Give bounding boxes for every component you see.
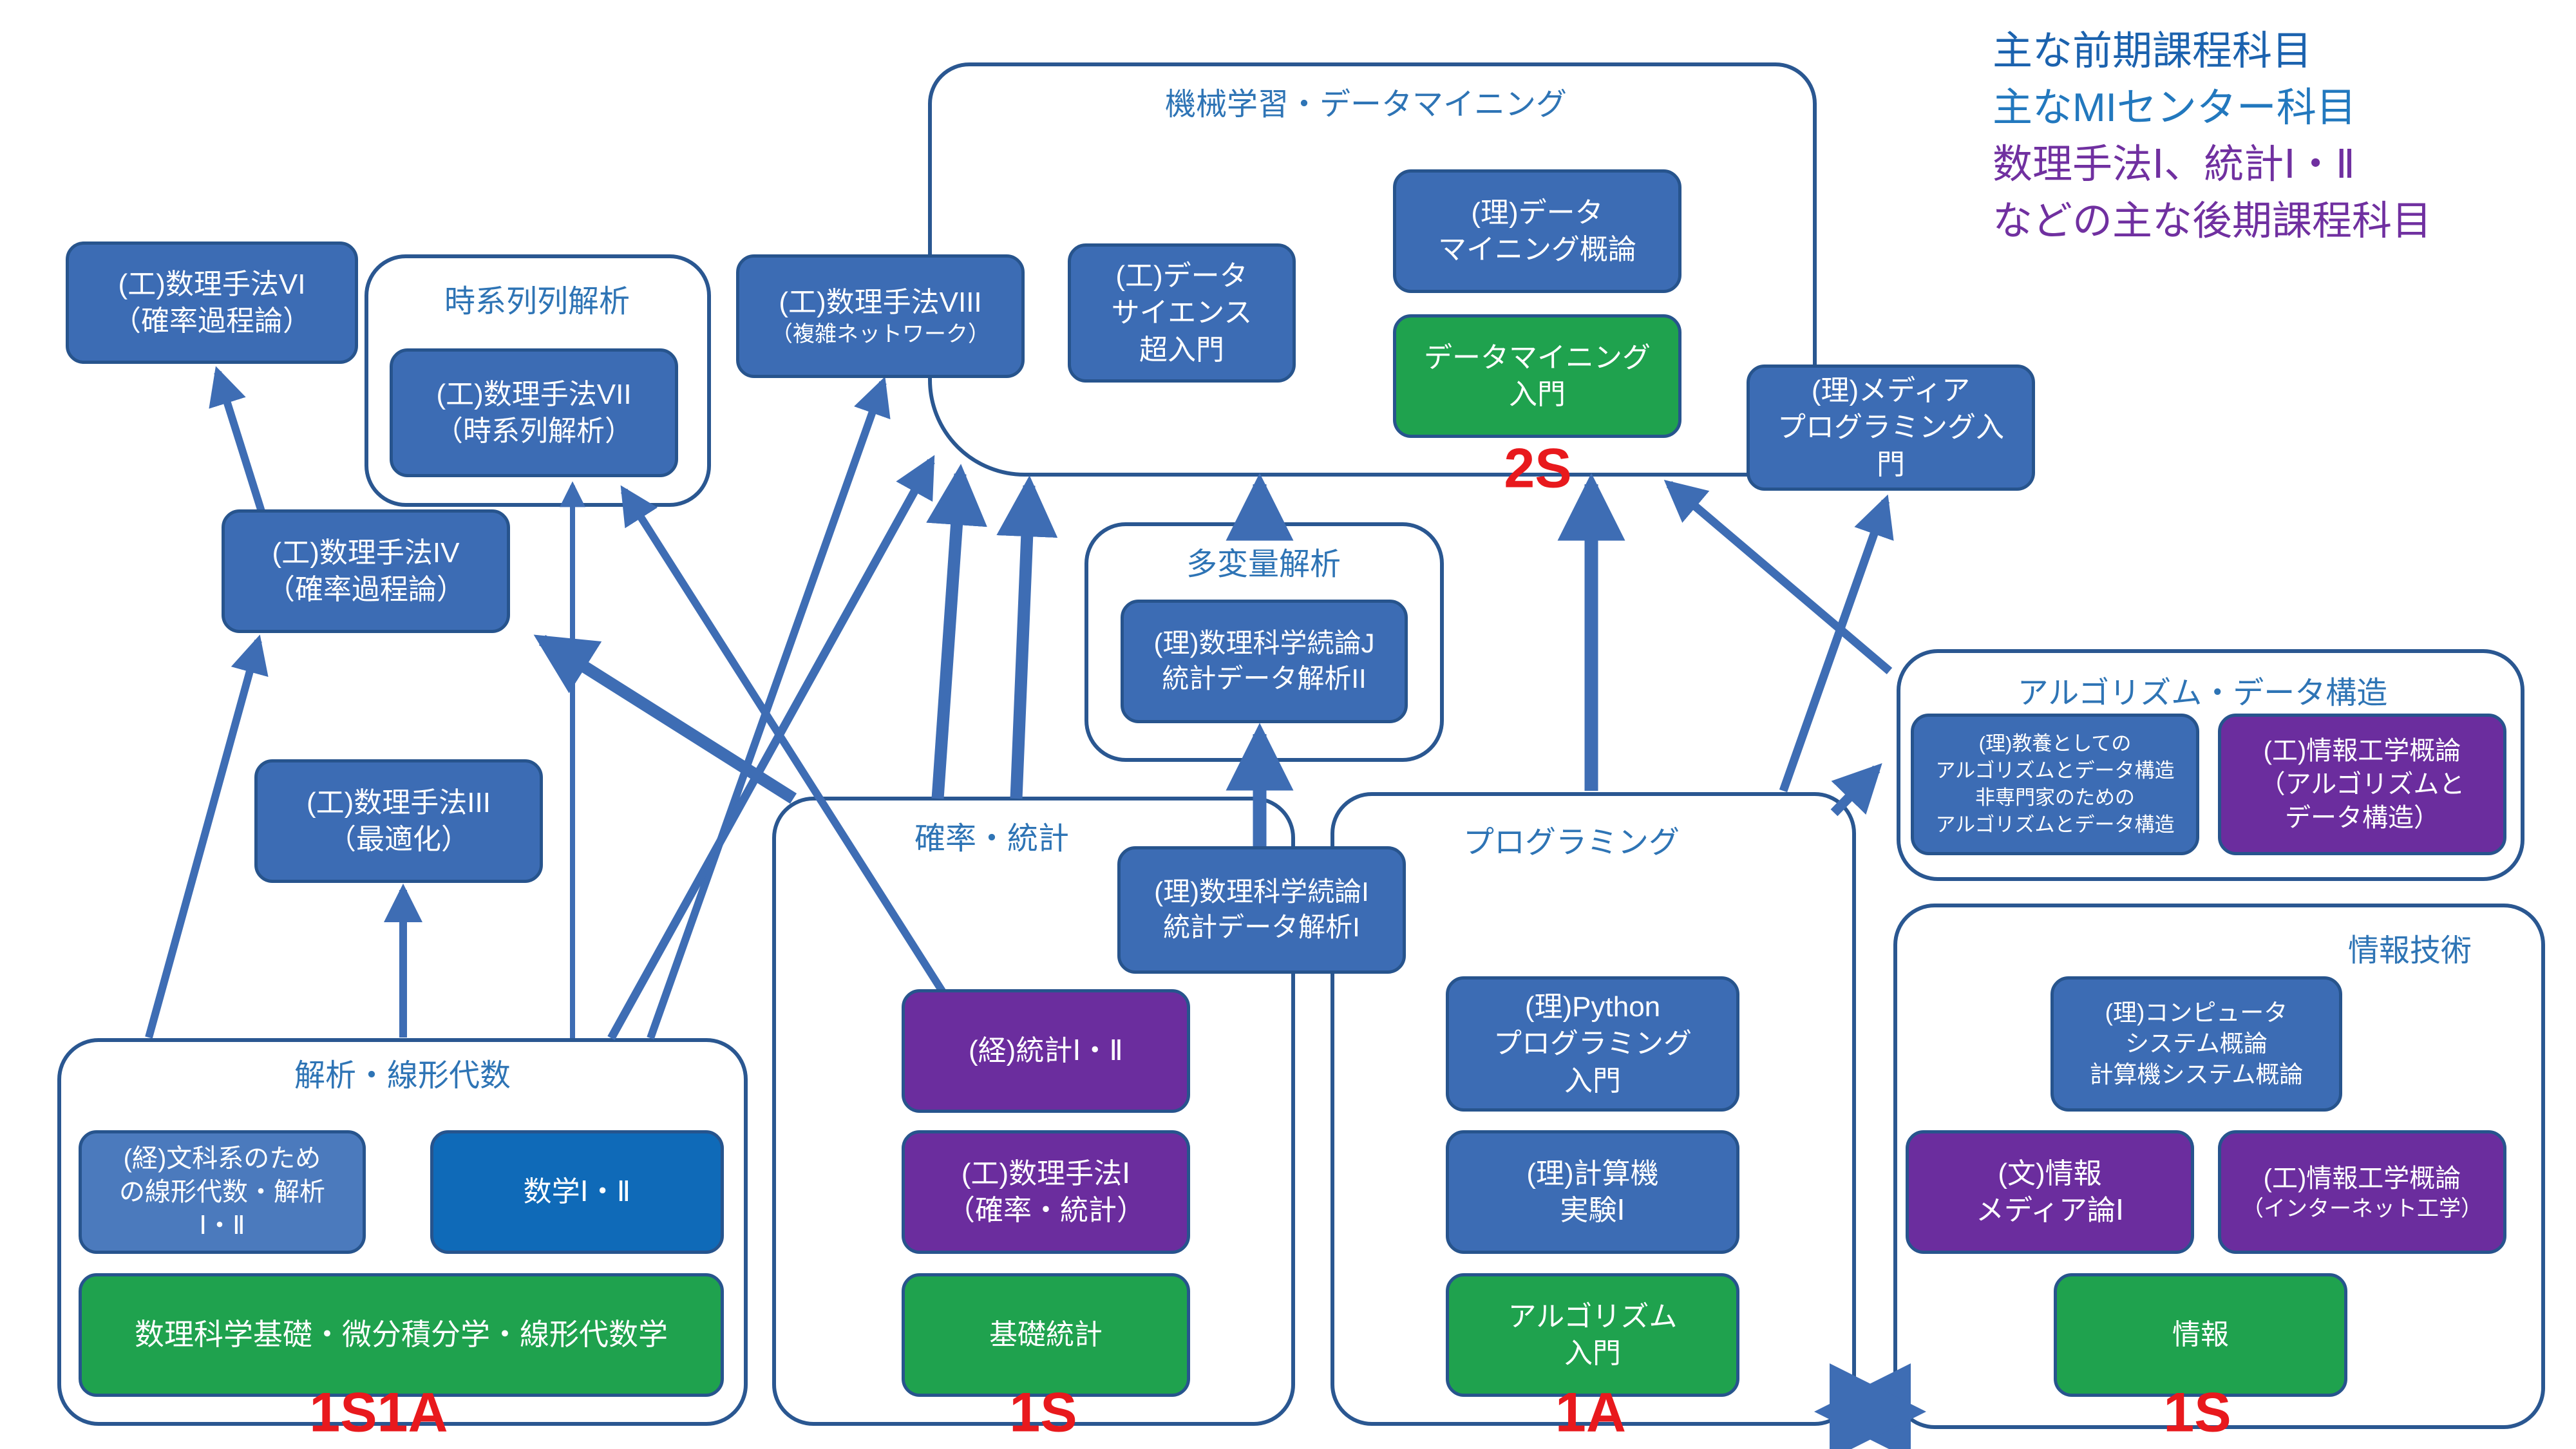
legend: 主な前期課程科目 主なMIセンター科目 数理手法Ⅰ、統計Ⅰ・Ⅱ などの主な後期課… bbox=[1993, 23, 2432, 250]
course-python-programming-intro: (理)Python プログラミング 入門 bbox=[1446, 976, 1739, 1112]
course-math-method-6: (工)数理手法VI （確率過程論） bbox=[66, 242, 358, 364]
course-info-engineering-internet-label: (工)情報工学概論 bbox=[2263, 1164, 2461, 1193]
term-label-1s1a: 1S1A bbox=[309, 1381, 448, 1444]
term-label-1s-prob: 1S bbox=[1009, 1381, 1077, 1444]
course-math-method-3: (工)数理手法III （最適化） bbox=[254, 759, 543, 883]
arrow-9 bbox=[926, 464, 987, 799]
course-math-method-8-subtitle: （複雑ネットワーク） bbox=[771, 322, 990, 347]
legend-line-late-courses-1: 数理手法Ⅰ、統計Ⅰ・Ⅱ bbox=[1993, 142, 2356, 187]
arrow-14 bbox=[1779, 494, 1894, 793]
group-title-probability-statistics: 確率・統計 bbox=[914, 822, 1070, 856]
course-math-method-1: (工)数理手法Ⅰ （確率・統計） bbox=[902, 1130, 1190, 1254]
arrow-10 bbox=[996, 475, 1058, 799]
course-linear-algebra-analysis-for-humanities: (経)文科系のため の線形代数・解析 Ⅰ・Ⅱ bbox=[79, 1130, 366, 1254]
course-math-method-8-label: (工)数理手法VIII bbox=[779, 287, 982, 319]
group-title-information-technology: 情報技術 bbox=[2347, 934, 2472, 968]
course-econ-statistics-1-2: (経)統計Ⅰ・Ⅱ bbox=[902, 989, 1190, 1113]
group-title-timeseries: 時系列列解析 bbox=[444, 285, 630, 319]
group-title-multivariate: 多変量解析 bbox=[1186, 547, 1341, 582]
course-data-science-intro: (工)データ サイエンス 超入門 bbox=[1068, 243, 1296, 383]
group-title-analysis-linear-algebra: 解析・線形代数 bbox=[294, 1059, 511, 1093]
course-computer-system-overview: (理)コンピュータ システム概論 計算機システム概論 bbox=[2050, 976, 2342, 1112]
course-algorithm-intro: アルゴリズム 入門 bbox=[1446, 1273, 1739, 1397]
arrow-15 bbox=[1663, 479, 1893, 674]
legend-line-late-courses-2: などの主な後期課程科目 bbox=[1993, 199, 2432, 243]
arrow-16 bbox=[1830, 763, 1882, 817]
course-math-science-continuation-i: (理)数理科学続論I 統計データ解析I bbox=[1117, 846, 1406, 974]
arrow-7 bbox=[533, 634, 797, 804]
course-computer-experiment-1: (理)計算機 実験Ⅰ bbox=[1446, 1130, 1739, 1254]
arrow-1 bbox=[145, 634, 269, 1039]
group-title-programming: プログラミング bbox=[1463, 826, 1680, 860]
arrow-6 bbox=[607, 455, 935, 1041]
legend-line-early-program: 主な前期課程科目 bbox=[1993, 29, 2313, 73]
course-data-mining-intro: データマイニング 入門 bbox=[1393, 314, 1681, 438]
group-title-algorithms-data-structures: アルゴリズム・データ構造 bbox=[2017, 676, 2388, 710]
term-label-2s: 2S bbox=[1504, 437, 1572, 500]
arrow-8 bbox=[620, 485, 947, 996]
course-info-engineering-algorithms: (工)情報工学概論 （アルゴリズムと データ構造） bbox=[2218, 714, 2506, 855]
course-basic-statistics: 基礎統計 bbox=[902, 1273, 1190, 1397]
course-information-media-theory-1: (文)情報 メディア論Ⅰ bbox=[1906, 1130, 2194, 1254]
legend-line-mi-center: 主なMIセンター科目 bbox=[1993, 86, 2356, 130]
course-algorithms-for-liberal-arts: (理)教養としての アルゴリズムとデータ構造 非専門家のための アルゴリズムとデ… bbox=[1911, 714, 2199, 855]
course-math-method-8: (工)数理手法VIII （複雑ネットワーク） bbox=[736, 254, 1025, 378]
course-math-science-basics-calculus-linear-algebra: 数理科学基礎・微分積分学・線形代数学 bbox=[79, 1273, 724, 1397]
course-media-programming-intro: (理)メディア プログラミング入 門 bbox=[1747, 365, 2035, 491]
group-title-machine-learning: 機械学習・データマイニング bbox=[1164, 88, 1567, 122]
course-info-engineering-internet: (工)情報工学概論 （インターネット工学） bbox=[2218, 1130, 2506, 1254]
course-information: 情報 bbox=[2054, 1273, 2347, 1397]
course-math-method-7: (工)数理手法VII （時系列解析） bbox=[390, 348, 678, 477]
course-mathematics-1-2: 数学Ⅰ・Ⅱ bbox=[430, 1130, 724, 1254]
term-label-1a: 1A bbox=[1555, 1381, 1626, 1444]
arrow-3 bbox=[209, 366, 265, 513]
term-label-1s-info: 1S bbox=[2163, 1381, 2231, 1444]
course-data-mining-overview: (理)データ マイニング概論 bbox=[1393, 169, 1681, 293]
course-info-engineering-internet-subtitle: （インターネット工学） bbox=[2242, 1196, 2483, 1221]
course-math-science-continuation-j: (理)数理科学続論J 統計データ解析II bbox=[1121, 600, 1408, 723]
course-math-method-4: (工)数理手法IV （確率過程論） bbox=[222, 509, 510, 633]
